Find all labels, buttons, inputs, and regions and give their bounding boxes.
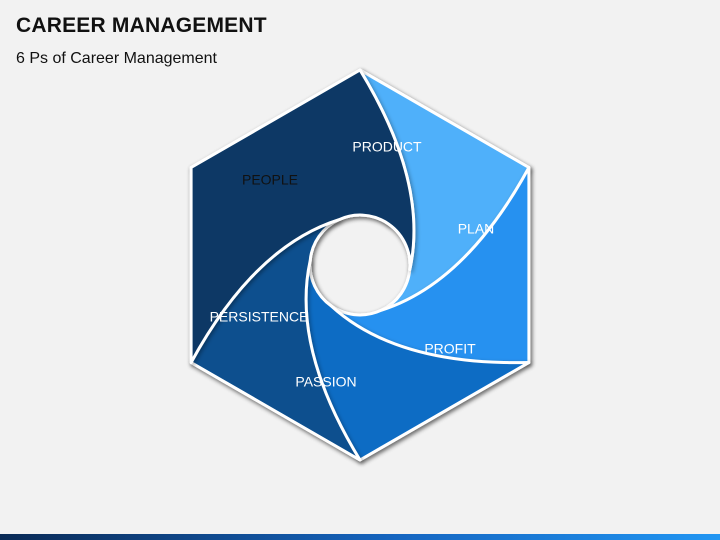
segment-label-persistence: PERSISTENCE (210, 309, 309, 325)
segment-label-product: PRODUCT (352, 139, 422, 155)
segment-label-profit: PROFIT (424, 341, 476, 357)
page-title: CAREER MANAGEMENT (16, 14, 267, 37)
segment-persistence (189, 68, 416, 364)
segment-labels: PEOPLE PRODUCT PLAN PROFIT PASSION PERSI… (210, 139, 495, 390)
segment-label-people: PEOPLE (242, 172, 298, 188)
segment-label-plan: PLAN (458, 221, 495, 237)
page-subtitle: 6 Ps of Career Management (16, 50, 217, 67)
hexagon-segments (189, 68, 531, 462)
footer-accent-bar (0, 534, 720, 540)
segment-label-passion: PASSION (295, 374, 356, 390)
